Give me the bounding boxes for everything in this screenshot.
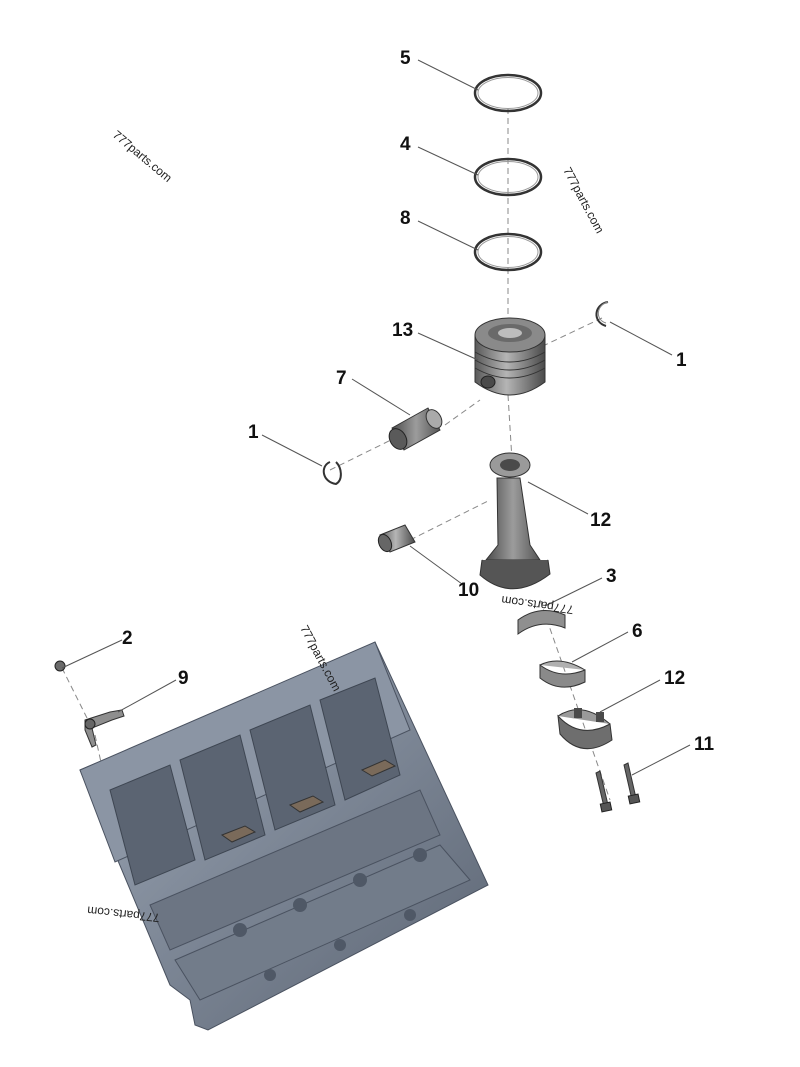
callout-3: 3 xyxy=(606,566,617,587)
bearing-shell-6 xyxy=(539,660,586,688)
screw-2 xyxy=(54,660,66,672)
callout-9: 9 xyxy=(178,668,189,689)
callout-12-cap: 12 xyxy=(664,668,685,689)
piston-ring-5 xyxy=(473,73,543,113)
piston-pin-7 xyxy=(388,407,443,451)
piston-cooling-nozzle-9 xyxy=(84,709,125,748)
callout-8: 8 xyxy=(400,208,411,229)
callout-4: 4 xyxy=(400,134,411,155)
callout-12-rod: 12 xyxy=(590,510,611,531)
callout-13: 13 xyxy=(392,320,413,341)
callout-7: 7 xyxy=(336,368,347,389)
callout-6: 6 xyxy=(632,621,643,642)
callout-2: 2 xyxy=(122,628,133,649)
connecting-rod-12 xyxy=(479,452,551,590)
piston-ring-8 xyxy=(473,232,543,272)
callout-11: 11 xyxy=(694,734,715,755)
piston-ring-4 xyxy=(473,157,543,197)
bearing-shell-3 xyxy=(517,610,566,635)
leader-lines xyxy=(61,59,691,776)
callout-1-left: 1 xyxy=(248,422,259,443)
watermark-2: 777parts.com xyxy=(560,165,606,236)
snap-ring-left xyxy=(322,461,342,486)
callout-1-right: 1 xyxy=(676,350,687,371)
watermark-1: 777parts.com xyxy=(110,128,175,185)
bushing-10 xyxy=(377,524,416,553)
engine-block xyxy=(79,641,489,1031)
callout-5: 5 xyxy=(400,48,411,69)
piston-13 xyxy=(474,317,546,396)
rod-cap-12 xyxy=(557,708,613,750)
rod-bolts-11 xyxy=(595,762,641,813)
callout-labels: 5 4 8 13 1 7 1 12 10 3 6 12 11 2 9 xyxy=(122,48,715,755)
snap-ring-right xyxy=(595,301,609,327)
callout-10: 10 xyxy=(458,580,479,601)
